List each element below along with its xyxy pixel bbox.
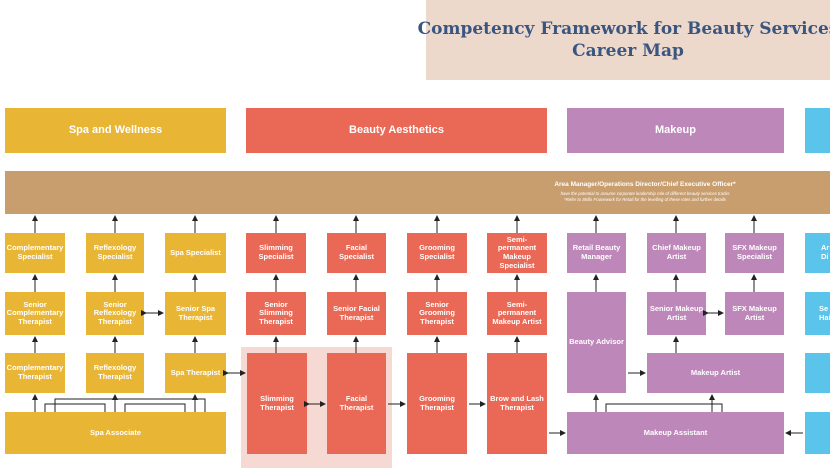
leadership-band-title: Area Manager/Operations Director/Chief E…: [554, 181, 736, 188]
role-brow-and-lash-therapist: Brow and Lash Therapist: [487, 353, 547, 454]
role-sfx-makeup-artist: SFX Makeup Artist: [725, 292, 784, 335]
role-facial-specialist: Facial Specialist: [327, 233, 386, 273]
role-makeup-artist: Makeup Artist: [647, 353, 784, 393]
role-senior-spa-therapist: Senior Spa Therapist: [165, 292, 226, 335]
leadership-band-footnote: *Refer to Skills Framework for Retail fo…: [564, 197, 726, 202]
track-header-hair: [805, 108, 830, 153]
role-grooming-therapist: Grooming Therapist: [407, 353, 467, 454]
role-senior-complementary-therapist: Senior Complementary Therapist: [5, 292, 65, 335]
leadership-band-note: have the potential to assume corporate l…: [560, 191, 730, 196]
role-sfx-makeup-specialist: SFX Makeup Specialist: [725, 233, 784, 273]
role-complementary-specialist: Complementary Specialist: [5, 233, 65, 273]
page-title: Competency Framework for Beauty Services: [417, 18, 830, 39]
role-reflexology-specialist: Reflexology Specialist: [86, 233, 144, 273]
role-spa-therapist: Spa Therapist: [165, 353, 226, 393]
track-header-spa: Spa and Wellness: [5, 108, 226, 153]
role-senior-slimming-therapist: Senior Slimming Therapist: [246, 292, 306, 335]
role-senior-facial-therapist: Senior Facial Therapist: [327, 292, 386, 335]
page-subtitle: Career Map: [572, 41, 684, 61]
role-makeup-assistant: Makeup Assistant: [567, 412, 784, 454]
role-semi-permanent-makeup-specialist: Semi-permanent Makeup Specialist: [487, 233, 547, 273]
role-spa-specialist: Spa Specialist: [165, 233, 226, 273]
role-chief-makeup-artist: Chief Makeup Artist: [647, 233, 706, 273]
role-beauty-advisor: Beauty Advisor: [567, 292, 626, 393]
role-semi-permanent-makeup-artist: Semi-permanent Makeup Artist: [487, 292, 547, 335]
role-senior-makeup-artist: Senior Makeup Artist: [647, 292, 706, 335]
role-hair-senior-cut: Se Hai: [805, 292, 830, 335]
role-hair-director-cut: Ar Di: [805, 233, 830, 273]
role-retail-beauty-manager: Retail Beauty Manager: [567, 233, 626, 273]
role-complementary-therapist: Complementary Therapist: [5, 353, 65, 393]
role-spa-associate: Spa Associate: [5, 412, 226, 454]
role-senior-grooming-therapist: Senior Grooming Therapist: [407, 292, 467, 335]
role-hair-entry-cut: [805, 412, 830, 454]
role-slimming-therapist: Slimming Therapist: [247, 353, 307, 454]
role-slimming-specialist: Slimming Specialist: [246, 233, 306, 273]
role-senior-reflexology-therapist: Senior Reflexology Therapist: [86, 292, 144, 335]
role-hair-level3-cut: [805, 353, 830, 393]
track-header-aesthetics: Beauty Aesthetics: [246, 108, 547, 153]
track-header-makeup: Makeup: [567, 108, 784, 153]
leadership-band: [5, 171, 830, 214]
role-reflexology-therapist: Reflexology Therapist: [86, 353, 144, 393]
title-panel: Competency Framework for Beauty Services…: [418, 0, 830, 80]
role-facial-therapist: Facial Therapist: [327, 353, 386, 454]
role-grooming-specialist: Grooming Specialist: [407, 233, 467, 273]
